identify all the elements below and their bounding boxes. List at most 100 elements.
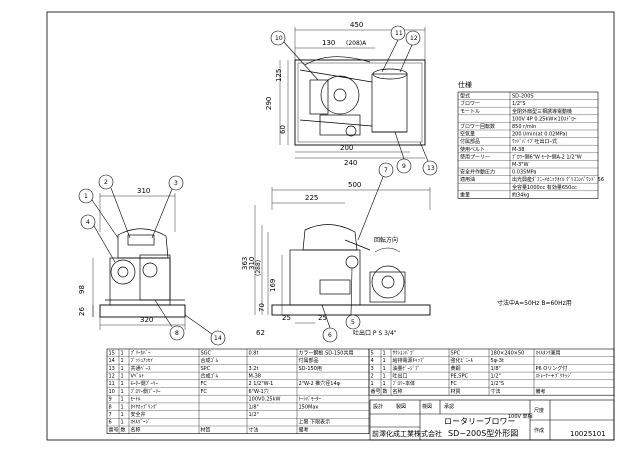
spec-label: モートル [460, 109, 480, 115]
parts-cell-note: ｵｲﾙﾀﾝｸ兼用 [536, 349, 561, 356]
front-view-callouts [321, 162, 394, 343]
title-block-label: 製図 [396, 403, 406, 410]
parts-header-material: 材質 [451, 388, 461, 395]
front-view [254, 187, 431, 324]
parts-cell-spec: 1/2" [249, 412, 259, 418]
parts-cell-note: 上限 下限表示 [299, 419, 331, 426]
parts-cell-spec: 2 1/2"W-1 [249, 381, 274, 387]
parts-cell-name: 共通ﾍﾞｰｽ [131, 365, 152, 372]
dim-label: 200 [340, 144, 353, 152]
title-block-label: 設計 [373, 403, 383, 410]
dim-label: 62 [256, 329, 265, 337]
parts-header-name: 名称 [131, 426, 141, 433]
parts-cell-no: 8 [109, 404, 112, 410]
callout-number: 11 [395, 30, 403, 37]
spec-label: 使用ベルト [460, 146, 485, 153]
parts-cell-name: ｻｸｼｮﾝﾊﾞﾌﾞ [393, 349, 416, 356]
parts-cell-material: PE,SPC [451, 374, 469, 380]
dim-label: 240 [344, 159, 357, 167]
parts-header-note: 備考 [536, 388, 546, 395]
dim-label: 169 [269, 279, 277, 292]
spec-value: ｳｯﾄﾞﾊﾞｲﾌﾞ吐出口ｰ式 [512, 138, 557, 145]
parts-cell-qty: 1 [121, 358, 124, 364]
parts-cell-no: 6 [109, 420, 112, 426]
spec-value: M-38 [512, 147, 524, 153]
parts-cell-name: ﾓｰﾄﾙ [131, 397, 142, 403]
callout-number: 1 [84, 193, 88, 200]
product-name: ロータリーブロワー [444, 416, 516, 426]
discharge-port-label: 吐出口 P S 3/4" [353, 329, 397, 337]
callout-number: 6 [328, 332, 332, 339]
parts-cell-material: SPC [201, 366, 211, 372]
parts-cell-no: 5 [371, 350, 374, 356]
spec-value: M-3"W [512, 162, 529, 168]
parts-cell-name: 油量ｹﾞｰｼﾞﾌﾟ [393, 365, 421, 372]
parts-cell-note: 2"W-2 推穴径14φ [299, 380, 341, 387]
callout-number: 9 [402, 163, 406, 170]
spec-value: 100V 4P 0.25kW×10ｽﾄﾞﾛｰ [512, 115, 577, 122]
dim-label: 98 [78, 285, 86, 294]
parts-cell-name: ﾌﾞﾛﾜｰ本体 [393, 380, 416, 387]
parts-header-spec: 寸法 [249, 426, 259, 433]
parts-cell-qty: 1 [121, 381, 124, 387]
parts-cell-spec: 100V0.25kW [249, 397, 281, 403]
spec-value: 全容量1000cc 有効量650cc [512, 184, 577, 191]
parts-cell-spec: 5φ-3t [491, 358, 504, 364]
parts-header-note: 備考 [299, 426, 309, 433]
parts-cell-no: 3 [371, 366, 374, 372]
parts-cell-spec: 6"W-1穴 [249, 388, 269, 395]
parts-cell-spec: 1/2"S [491, 381, 505, 387]
parts-cell-spec: 0.8t [249, 350, 259, 356]
parts-cell-spec: 3.2t [249, 366, 259, 372]
company-name: 前澤化成工業株式会社 [372, 429, 442, 438]
spec-value: 約34kg [512, 191, 529, 198]
dim-label: 25 [318, 314, 327, 322]
parts-cell-material: 合成ｺﾞﾑ [201, 357, 219, 364]
spec-value: 850 r/min [512, 124, 536, 130]
parts-cell-no: 2 [371, 374, 374, 380]
parts-header-qty: 数 [383, 388, 388, 395]
frequency-note: 寸法中A=50Hz B=60Hz用 [497, 299, 572, 307]
parts-cell-no: 14 [109, 358, 115, 364]
parts-cell-qty: 1 [121, 389, 124, 395]
parts-cell-note: P6 Oリング付 [536, 365, 568, 372]
callout-number: 14 [214, 335, 222, 342]
parts-cell-spec: 1/8" [249, 404, 259, 410]
parts-cell-note: 付属部品 [299, 357, 319, 364]
parts-cell-qty: 1 [383, 366, 386, 372]
dim-label: 310 [248, 257, 256, 270]
parts-cell-no: 4 [371, 358, 374, 364]
parts-cell-spec: M-38 [249, 374, 261, 380]
parts-cell-spec: 180×240×50 [491, 350, 525, 356]
dim-label: 60 [279, 125, 287, 134]
callout-number: 2 [104, 179, 108, 186]
parts-cell-note: ﾄｰｼﾊﾞﾓｰﾀｰ [299, 396, 322, 403]
dim-label: 310 [137, 187, 150, 195]
dim-label: 70 [258, 303, 266, 312]
parts-header-spec: 寸法 [491, 388, 501, 395]
spec-value: SD-200S [512, 94, 534, 100]
parts-cell-qty: 1 [383, 350, 386, 356]
parts-cell-qty: 1 [383, 358, 386, 364]
parts-cell-no: 12 [109, 374, 115, 380]
spec-value: 0.035MPa [512, 170, 536, 176]
product-note: 100V 単相 [508, 413, 533, 420]
parts-cell-name: 安全弁 [131, 411, 146, 418]
title-block-label: 尺度 [534, 407, 544, 414]
spec-value: 1/2"S [512, 101, 526, 107]
dim-label: 125 [275, 69, 283, 82]
parts-cell-note: 150Max [299, 404, 319, 410]
parts-cell-qty: 1 [121, 350, 124, 356]
title-block [369, 399, 615, 441]
title-block-label: 作成 [534, 427, 544, 434]
spec-label: ブロワー回転数 [460, 123, 495, 130]
dim-label: (288) [255, 260, 262, 276]
dim-label: 130 [322, 39, 335, 47]
spec-label: 空気量 [460, 131, 475, 138]
drawing-number: 10025101 [570, 430, 606, 438]
spec-value: ﾌﾞﾛﾜｰ側6"W ﾓｰﾀｰ側A-2 1/2"W [512, 153, 582, 160]
dim-label: 320 [140, 316, 153, 324]
dim-label: (208)A [346, 40, 367, 47]
